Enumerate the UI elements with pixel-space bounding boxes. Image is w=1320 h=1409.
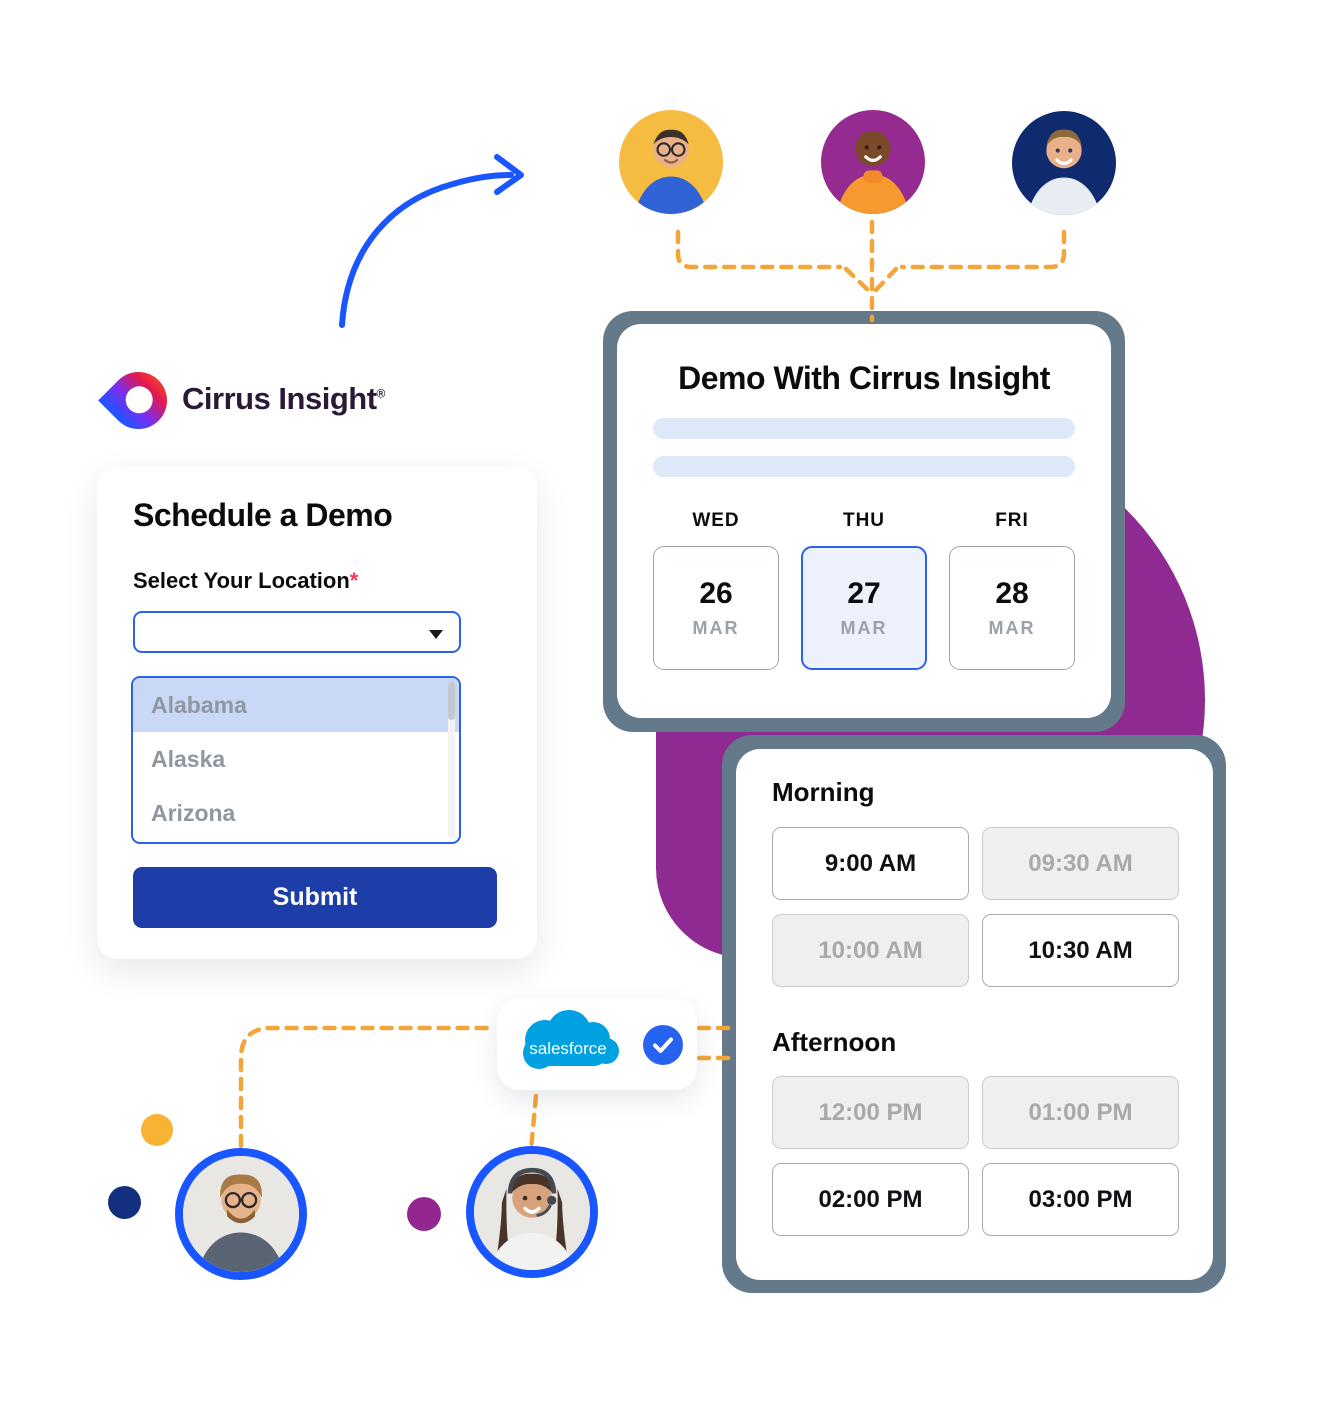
morning-section-label: Morning [772, 777, 875, 807]
time-slot-0300pm[interactable]: 03:00 PM [982, 1163, 1179, 1236]
time-slot-900am[interactable]: 9:00 AM [772, 827, 969, 900]
time-slot-0200pm[interactable]: 02:00 PM [772, 1163, 969, 1236]
weekday-label: FRI [995, 510, 1029, 531]
text-placeholder-bar [653, 456, 1075, 477]
time-slot-1030am[interactable]: 10:30 AM [982, 914, 1179, 987]
date-number: 26 [699, 577, 733, 610]
connected-check-icon [643, 1025, 683, 1065]
date-picker-row: WED 26 MAR THU 27 MAR FRI 28 MAR [653, 510, 1077, 670]
date-month: MAR [692, 618, 740, 638]
booking-card-title: Demo With Cirrus Insight [678, 360, 1050, 396]
salesforce-logo: salesforce [523, 1010, 619, 1069]
submit-button[interactable]: Submit [133, 867, 497, 928]
cirrus-insight-logo-icon [98, 360, 179, 441]
salesforce-integration-card: salesforce [497, 998, 697, 1090]
avatar-woman-headset-blue-ring [466, 1146, 598, 1278]
date-number: 28 [995, 577, 1029, 610]
day-column-wed: WED 26 MAR [653, 510, 779, 670]
time-slots-card: Morning 9:00 AM 09:30 AM 10:00 AM 10:30 … [736, 749, 1213, 1280]
date-month: MAR [840, 618, 888, 638]
required-asterisk: * [349, 568, 359, 593]
brand-name: Cirrus Insight® [182, 381, 386, 416]
date-option-27-mar-selected[interactable]: 27 MAR [801, 546, 927, 670]
option-alabama-highlighted[interactable]: Alabama [133, 678, 459, 732]
purple-dot [407, 1197, 441, 1231]
text-placeholder-bar [653, 418, 1075, 439]
location-options-list: Alabama Alaska Arizona [131, 676, 461, 844]
morning-slots-grid: 9:00 AM 09:30 AM 10:00 AM 10:30 AM [772, 827, 1179, 987]
location-select[interactable] [133, 611, 461, 653]
date-option-28-mar[interactable]: 28 MAR [949, 546, 1075, 670]
form-title: Schedule a Demo [133, 497, 393, 533]
curved-arrow-icon [339, 154, 524, 328]
date-option-26-mar[interactable]: 26 MAR [653, 546, 779, 670]
day-column-thu: THU 27 MAR [801, 510, 927, 670]
avatar-woman-orange-sweater-purple [821, 110, 925, 214]
booking-card: Demo With Cirrus Insight WED 26 MAR THU … [617, 324, 1111, 718]
avatar-man-shirt-navy [1012, 111, 1116, 215]
time-slot-930am-disabled: 09:30 AM [982, 827, 1179, 900]
avatar-man-glasses-yellow [619, 110, 723, 214]
logo-inner-circle [120, 380, 159, 419]
scrollbar-track [448, 682, 455, 838]
weekday-label: WED [692, 510, 740, 531]
day-column-fri: FRI 28 MAR [949, 510, 1075, 670]
date-number: 27 [847, 577, 881, 610]
yellow-dot [141, 1114, 173, 1146]
scrollbar-thumb[interactable] [448, 682, 455, 720]
time-slot-0100pm-disabled: 01:00 PM [982, 1076, 1179, 1149]
weekday-label: THU [842, 510, 886, 531]
location-field-label: Select Your Location* [133, 568, 359, 593]
navy-dot [108, 1186, 141, 1219]
time-slot-1000am-disabled: 10:00 AM [772, 914, 969, 987]
time-slot-1200pm-disabled: 12:00 PM [772, 1076, 969, 1149]
registered-mark: ® [376, 386, 386, 401]
option-alaska[interactable]: Alaska [151, 746, 226, 772]
option-arizona[interactable]: Arizona [151, 800, 236, 826]
avatar-man-beard-blue-ring [175, 1148, 307, 1280]
date-month: MAR [988, 618, 1036, 638]
afternoon-section-label: Afternoon [772, 1027, 897, 1057]
schedule-demo-form-card: Schedule a Demo Select Your Location* Al… [97, 467, 537, 959]
afternoon-slots-grid: 12:00 PM 01:00 PM 02:00 PM 03:00 PM [772, 1076, 1179, 1236]
salesforce-logo-text: salesforce [529, 1039, 606, 1058]
chevron-down-icon [429, 630, 443, 639]
